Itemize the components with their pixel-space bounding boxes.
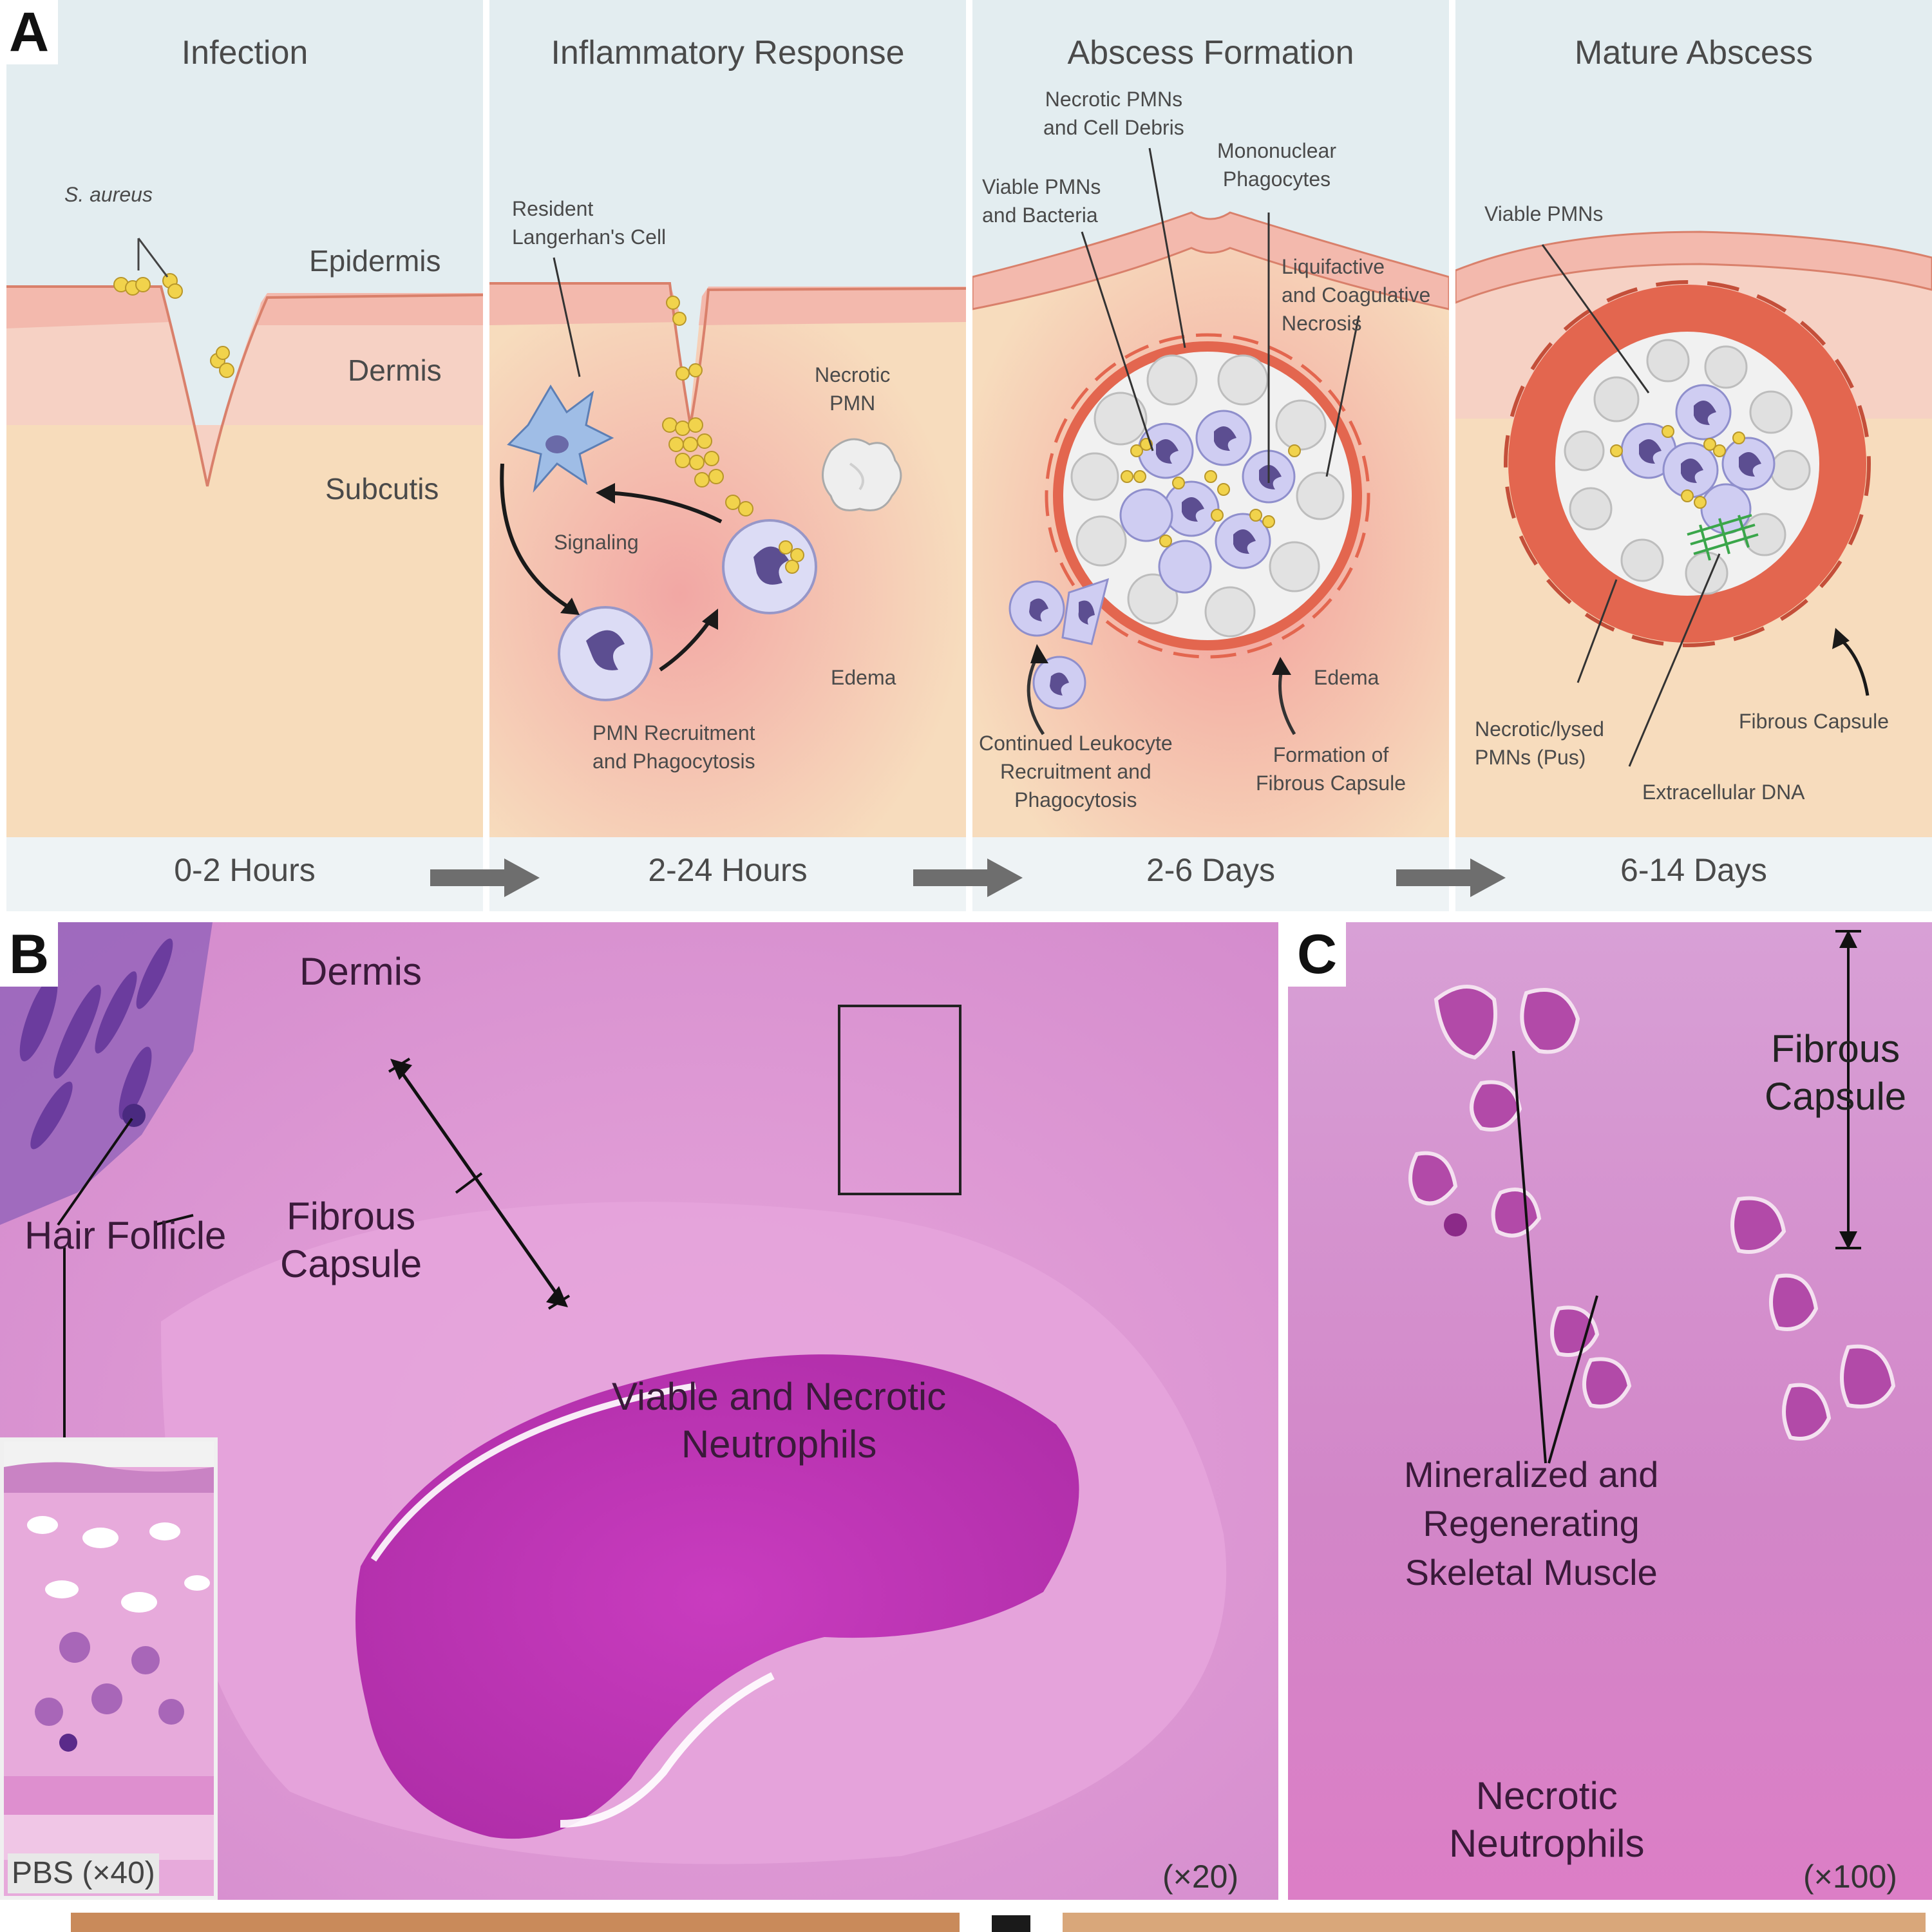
stage-mature-abscess: Mature Abscess Viable PMNs Necrotic/lyse… bbox=[1455, 0, 1932, 911]
mononuclear-label: Mononuclear Phagocytes bbox=[1217, 139, 1336, 191]
epidermis-label: Epidermis bbox=[309, 244, 441, 278]
stage-infection: Infection S. aureus Epidermis Dermis Sub… bbox=[6, 0, 483, 911]
stage-title: Abscess Formation bbox=[1067, 34, 1354, 71]
panel-c-micrograph: Fibrous Capsule Mineralized and Regenera… bbox=[1288, 922, 1932, 1900]
necrotic-debris-label: Necrotic PMNs and Cell Debris bbox=[1043, 88, 1184, 139]
necrotic-pmn-label: Necrotic PMN bbox=[815, 363, 891, 415]
pus-label: Necrotic/lysed PMNs (Pus) bbox=[1475, 717, 1604, 769]
capsule-formation-label: Formation of Fibrous Capsule bbox=[1256, 743, 1406, 795]
muscle-label: Mineralized and Regenerating Skeletal Mu… bbox=[1404, 1454, 1659, 1593]
pbs-control-inset: PBS (×40) bbox=[0, 1437, 218, 1900]
neutrophils-label: Viable and Necrotic Neutrophils bbox=[612, 1375, 947, 1466]
dermis-label: Dermis bbox=[348, 354, 442, 387]
he-stain-muscle bbox=[1288, 922, 1932, 1900]
panel-b-letter: B bbox=[0, 922, 59, 987]
fibrous-capsule-label: Fibrous Capsule bbox=[1739, 710, 1889, 733]
progression-arrow bbox=[913, 858, 1023, 897]
necrotic-neutrophils-label: Necrotic Neutrophils bbox=[1449, 1774, 1645, 1865]
magnification-label: (×20) bbox=[1162, 1859, 1239, 1895]
time-label: 2-6 Days bbox=[1146, 852, 1276, 888]
viable-pmns-label: Viable PMNs bbox=[1484, 202, 1604, 225]
langerhans-label: Resident Langerhan's Cell bbox=[512, 197, 667, 249]
necrosis-label: Liquifactive and Coagulative Necrosis bbox=[1282, 255, 1431, 335]
signaling-label: Signaling bbox=[554, 531, 639, 554]
panel-a: Infection S. aureus Epidermis Dermis Sub… bbox=[0, 0, 1932, 911]
stage-mature-abscess-art bbox=[1455, 0, 1932, 911]
inset-label: PBS (×40) bbox=[8, 1853, 159, 1893]
dermis-label: Dermis bbox=[299, 950, 422, 993]
fibrous-capsule-label: Fibrous Capsule bbox=[1765, 1027, 1907, 1118]
subcutis-label: Subcutis bbox=[325, 472, 439, 506]
viable-pmns-label: Viable PMNs and Bacteria bbox=[982, 175, 1101, 227]
panel-a-letter: A bbox=[0, 0, 59, 64]
stage-inflammatory-response: Inflammatory Response Resident Langerhan… bbox=[489, 0, 966, 911]
stage-infection-art bbox=[6, 0, 483, 911]
pmn-recruitment-label: PMN Recruitment and Phagocytosis bbox=[592, 721, 755, 773]
stage-abscess-formation-art bbox=[972, 0, 1449, 911]
stage-abscess-formation: Abscess Formation Necrotic PMNs and Cell… bbox=[972, 0, 1449, 911]
edema-label: Edema bbox=[831, 666, 896, 689]
cropped-next-panel-strip bbox=[0, 1908, 1932, 1932]
extracellular-dna-label: Extracellular DNA bbox=[1642, 781, 1805, 804]
panel-c-letter: C bbox=[1288, 922, 1347, 987]
stage-inflammatory-art bbox=[489, 0, 966, 911]
fibrous-capsule-label: Fibrous Capsule bbox=[280, 1195, 422, 1285]
time-label: 2-24 Hours bbox=[648, 852, 808, 888]
edema-label: Edema bbox=[1314, 666, 1379, 689]
magnification-label: (×100) bbox=[1803, 1859, 1897, 1895]
progression-arrow bbox=[430, 858, 540, 897]
s-aureus-label: S. aureus bbox=[64, 183, 153, 206]
stage-title: Mature Abscess bbox=[1575, 34, 1813, 71]
stage-title: Infection bbox=[181, 34, 308, 71]
stage-title: Inflammatory Response bbox=[551, 34, 905, 71]
inset-tissue bbox=[4, 1441, 214, 1896]
time-label: 0-2 Hours bbox=[174, 852, 316, 888]
progression-arrow bbox=[1396, 858, 1506, 897]
time-label: 6-14 Days bbox=[1620, 852, 1767, 888]
continued-recruitment-label: Continued Leukocyte Recruitment and Phag… bbox=[979, 732, 1173, 811]
hair-follicle-label: Hair Follicle bbox=[24, 1214, 227, 1257]
